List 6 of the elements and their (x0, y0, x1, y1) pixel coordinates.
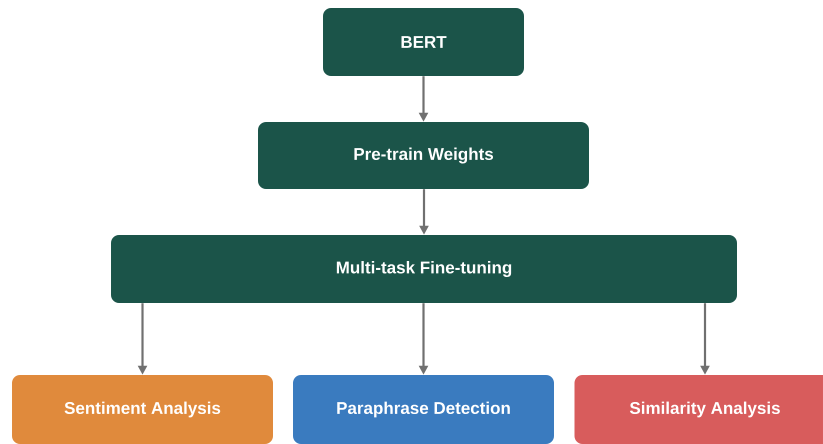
process-box: Sentiment Analysis (12, 375, 273, 444)
process-box: Similarity Analysis (574, 375, 823, 444)
process-box: Pre-train Weights (258, 122, 589, 189)
process-box: BERT (323, 8, 524, 76)
process-box: Multi-task Fine-tuning (111, 235, 737, 303)
process-box: Paraphrase Detection (293, 375, 554, 444)
